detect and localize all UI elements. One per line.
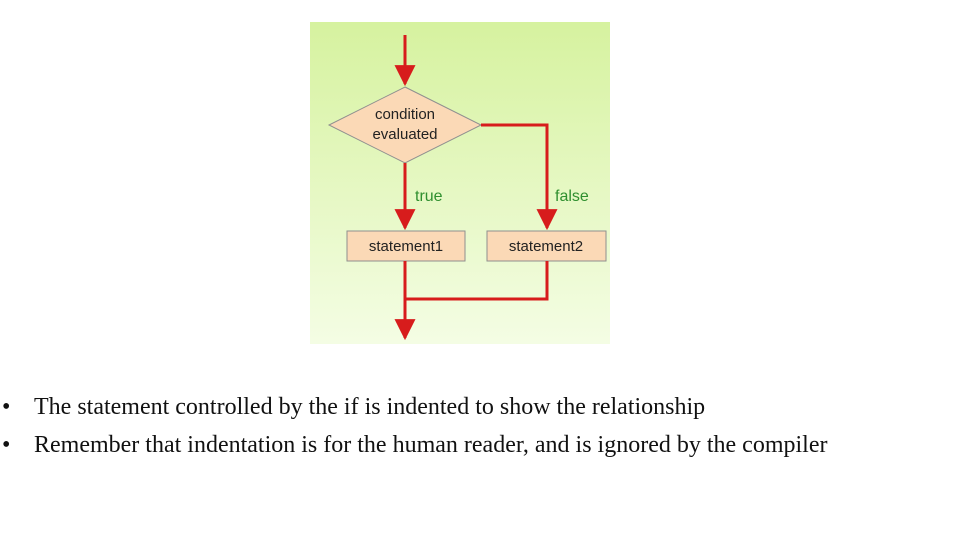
bullet-list: • The statement controlled by the if is …	[0, 388, 940, 464]
bullet-symbol: •	[2, 394, 11, 420]
statement1-label: statement1	[369, 238, 443, 255]
false-label: false	[555, 188, 589, 205]
decision-line-2: evaluated	[372, 126, 437, 143]
bullet-item: • Remember that indentation is for the h…	[0, 426, 940, 464]
bullet-item: • The statement controlled by the if is …	[0, 388, 940, 426]
true-label: true	[415, 188, 443, 205]
bullet-symbol: •	[2, 432, 11, 458]
statement2-label: statement2	[509, 238, 583, 255]
bullet-text: The statement controlled by the if is in…	[34, 394, 706, 420]
if-else-flowchart: condition evaluated true false statement…	[310, 22, 610, 344]
statement2-merge-line	[405, 261, 549, 301]
bullet-text: Remember that indentation is for the hum…	[34, 432, 828, 458]
false-branch-arrow	[481, 123, 558, 231]
statement1-box	[346, 230, 466, 262]
decision-line-1: condition	[375, 106, 435, 123]
statement2-box	[486, 230, 607, 262]
flowchart-background	[310, 22, 610, 344]
